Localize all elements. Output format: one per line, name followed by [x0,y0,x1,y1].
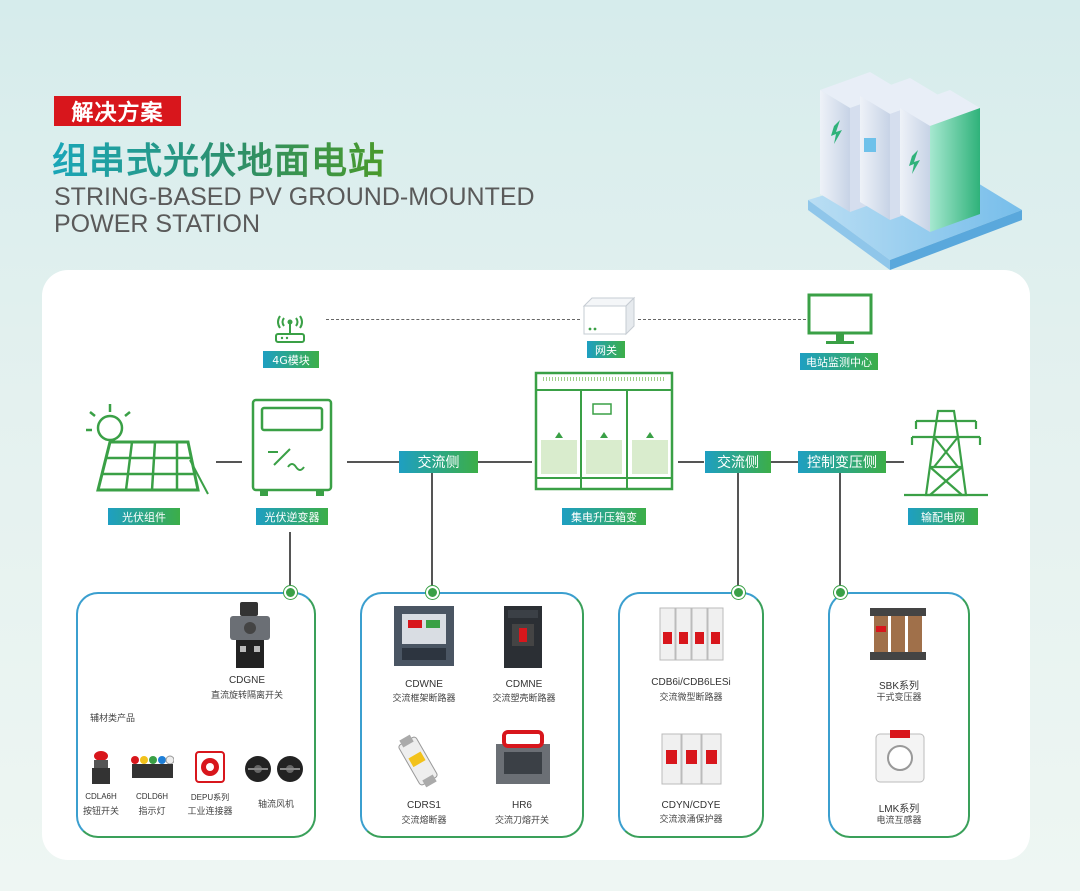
solar-panel-icon [86,404,209,495]
label-gateway: 网关 [587,341,625,358]
product-name-sbk: SBK系列 [878,681,919,692]
power-line-inverter-ac [347,461,399,463]
current-transformer-image [875,730,925,783]
power-line-control-grid [886,461,904,463]
product-desc-cdla6h: 按钮开关 [82,807,119,817]
product-desc-sbk: 干式变压器 [876,693,922,703]
connector-inverter [289,532,291,590]
product-group-inverter [76,592,316,838]
connector-control-side [839,470,841,590]
spd-image [661,733,722,785]
product-desc-lmk: 电流互感器 [876,816,922,826]
power-line-booster-ac2 [678,461,704,463]
product-name-lmk: LMK系列 [878,804,920,815]
product-name-cdrs1: CDRS1 [407,800,441,811]
gateway-icon [582,296,636,336]
connector-dot-1 [284,586,297,599]
product-desc-cdwne: 交流框架断路器 [392,694,456,704]
connector-dot-4 [834,586,847,599]
product-desc-cdyn: 交流浪涌保护器 [659,815,723,825]
booster-box-icon [534,371,674,491]
product-desc-cdb6i: 交流微型断路器 [659,693,723,703]
fuse-image [398,734,438,788]
page-subtitle-line2: POWER STATION [54,210,261,238]
page-title: 组串式光伏地面电站 [52,132,385,184]
product-group-control-side [828,592,970,838]
aux-products-label: 辅材类产品 [90,714,136,724]
power-line-ac2-control [770,461,798,463]
connector-ac-side-2 [737,470,739,590]
label-control-side: 控制变压侧 [798,451,886,473]
dry-transformer-image [870,608,926,660]
product-desc-hr6: 交流刀熔开关 [494,816,549,826]
monitor-icon [807,293,873,344]
cabinets-illustration [808,72,1022,270]
push-button-image [92,751,110,784]
product-name-cdmne: CDMNE [505,679,543,690]
product-name-cdb6i: CDB6i/CDB6LESi [651,677,731,688]
product-name-depu: DEPU系列 [190,793,230,802]
connector-dot-3 [732,586,745,599]
product-desc-cdld6h: 指示灯 [138,807,166,817]
mccb-image [504,606,542,668]
label-ac-side-2: 交流侧 [705,451,771,473]
comm-line-4g-gateway [326,319,580,320]
product-desc-cdmne: 交流塑壳断路器 [492,694,556,704]
power-line-pv-inverter [216,461,242,463]
product-desc-cdrs1: 交流熔断器 [401,816,447,826]
comm-line-gateway-monitor [638,319,806,320]
product-name-cdla6h: CDLA6H [85,792,117,801]
label-grid: 输配电网 [908,508,978,525]
label-4g-module: 4G模块 [263,351,319,368]
connector-dot-2 [426,586,439,599]
label-inverter: 光伏逆变器 [256,508,328,525]
axial-fan-image [245,756,303,782]
product-desc-cdgne: 直流旋转隔离开关 [210,691,283,701]
product-desc-fan: 轴流风机 [257,800,294,810]
fuse-switch-image [496,730,550,784]
product-group-ac-side-1 [360,592,584,838]
antenna-icon [275,315,305,343]
label-booster: 集电升压箱变 [562,508,646,525]
connector-ac-side-1 [431,470,433,590]
page-subtitle-line1: STRING-BASED PV GROUND-MOUNTED [54,183,535,211]
product-name-cdgne: CDGNE [228,675,266,686]
power-line-ac-booster [478,461,532,463]
frame-breaker-image [394,606,454,666]
label-monitor-center: 电站监测中心 [800,353,878,370]
solution-badge: 解决方案 [54,96,181,126]
product-group-ac-side-2 [618,592,764,838]
indicator-light-image [131,755,174,778]
product-name-cdwne: CDWNE [405,679,443,690]
dc-rotary-switch-image [230,602,270,668]
inverter-icon [251,398,333,496]
page-subtitle: STRING-BASED PV GROUND-MOUNTED POWER STA… [54,184,535,238]
product-desc-depu: 工业连接器 [187,807,233,817]
product-name-cdyn: CDYN/CDYE [661,800,721,811]
mcb-image [659,607,724,661]
label-pv-module: 光伏组件 [108,508,180,525]
product-name-cdld6h: CDLD6H [135,792,168,801]
industrial-connector-image [195,751,225,783]
product-name-hr6: HR6 [511,800,532,811]
diagram-panel: 4G模块 网关 电站监测中心 光伏组件 [42,270,1030,860]
label-ac-side-1: 交流侧 [399,451,478,473]
transmission-tower-icon [904,409,988,497]
